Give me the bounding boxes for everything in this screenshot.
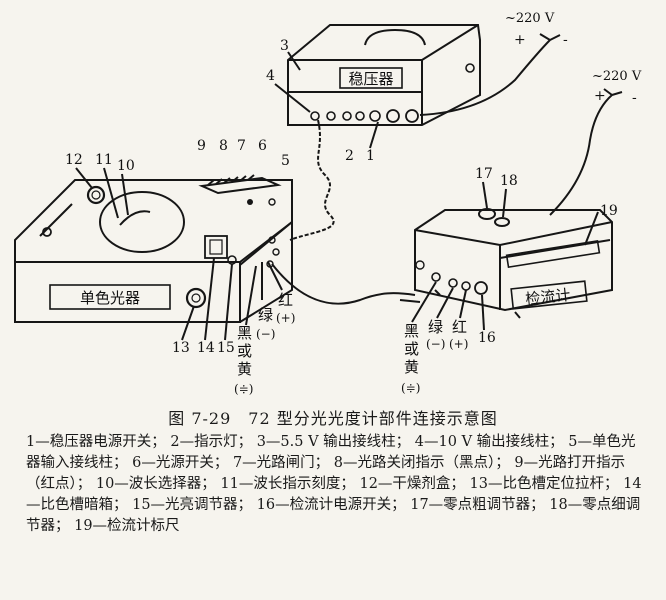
wavelength-dial [99, 191, 185, 253]
mono-green-sign: (−) [256, 327, 275, 341]
figure-legend: 1—稳压器电源开关； 2—指示灯； 3—5.5 V 输出接线柱； 4—10 V … [26, 432, 646, 537]
callout-1: 1 [366, 148, 375, 164]
galv-black: 黑 [404, 322, 419, 340]
legend-item-19: 19—检流计标尺 [74, 518, 180, 534]
callout-15: 15 [217, 340, 235, 356]
galv-ground: (≑) [401, 381, 420, 395]
terminal-5v [342, 111, 352, 121]
supply-plus-2: + [594, 88, 606, 104]
regulator-socket [405, 109, 419, 123]
legend-item-7: 7—光路闸门； [232, 455, 330, 471]
callout-2: 2 [345, 148, 354, 164]
galvanometer: 检流计 [414, 208, 613, 319]
legend-item-5: 5—单色光器输入接线柱； [26, 434, 636, 471]
galv-label: 检流计 [525, 286, 572, 309]
mono-black: 黑 [237, 324, 252, 342]
callout-8: 8 [219, 138, 228, 154]
callout-10: 10 [117, 158, 135, 174]
legend-item-4: 4—10 V 输出接线柱； [414, 434, 564, 450]
cuvette-pull-rod [185, 287, 207, 309]
terminal-10v [310, 111, 320, 121]
callout-13: 13 [172, 340, 190, 356]
regulator-label: 稳压器 [348, 70, 393, 88]
mono-terminal-labels: 红 (+) 绿 (−) 黑 或 黄 (≑) [234, 261, 295, 396]
supply-minus-2: - [632, 90, 637, 106]
callout-4: 4 [266, 68, 275, 84]
legend-item-17: 17—零点粗调节器； [410, 497, 545, 513]
regulator-nameplate [339, 67, 403, 89]
mono-ground: (≑) [234, 382, 253, 396]
galv-red-sign: (+) [449, 337, 468, 351]
callout-19: 19 [600, 203, 618, 219]
callout-18: 18 [500, 173, 518, 189]
galv-red: 红 [452, 318, 467, 336]
monochromator: 单色光器 [14, 174, 293, 323]
legend-item-3: 3—5.5 V 输出接线柱； [256, 434, 411, 450]
supply-minus-1: - [563, 32, 568, 48]
mono-red: 红 [278, 291, 293, 309]
galv-or: 或 [404, 340, 419, 358]
supply-label-2: ~220 V [592, 69, 642, 84]
desiccant-box [86, 185, 106, 205]
legend-item-9: 9—光路打开指示（红点）； [26, 455, 626, 492]
galv-green-sign: (−) [426, 337, 445, 351]
regulator-power-switch [386, 109, 400, 123]
callout-9: 9 [197, 138, 206, 154]
galv-power-switch [474, 281, 488, 295]
mono-red-sign: (+) [276, 311, 295, 325]
legend-item-8: 8—光路关闭指示（黑点）； [333, 455, 510, 471]
legend-item-15: 15—光亮调节器； [132, 497, 253, 513]
zero-coarse-knob [478, 208, 496, 220]
indicator-lamp [369, 110, 381, 122]
voltage-regulator: 稳压器 [287, 24, 481, 126]
galv-terminal-labels: 黑 或 黄 (≑) 绿 (−) 红 (+) [401, 281, 468, 395]
callout-5: 5 [281, 153, 290, 169]
connection-diagram: 稳压器 ~220 V + - 单 [14, 11, 642, 396]
mono-label: 单色光器 [80, 289, 140, 307]
supply-plus-1: + [514, 32, 526, 48]
callout-17: 17 [475, 166, 493, 182]
mono-yellow: 黄 [237, 360, 252, 378]
legend-item-2: 2—指示灯； [170, 434, 253, 450]
legend-item-1: 1—稳压器电源开关； [26, 434, 166, 450]
legend-item-11: 11—波长指示刻度； [220, 476, 355, 492]
terminal-5v-b [355, 111, 365, 121]
legend-item-14: 14—比色槽暗箱； [26, 476, 642, 513]
legend-item-18: 18—零点细调节器； [26, 497, 641, 534]
mono-nameplate [49, 284, 171, 310]
figure-caption: 图 7-29 72 型分光光度计部件连接示意图 [168, 409, 498, 428]
callout-12: 12 [65, 152, 83, 168]
callout-7: 7 [237, 138, 246, 154]
legend-item-13: 13—比色槽定位拉杆； [469, 476, 619, 492]
zero-fine-knob [494, 217, 510, 227]
callout-3: 3 [280, 38, 289, 54]
galvanometer-scale [505, 239, 601, 269]
mono-or: 或 [237, 342, 252, 360]
legend-item-16: 16—检流计电源开关； [256, 497, 406, 513]
callout-6: 6 [258, 138, 267, 154]
galv-nameplate [510, 280, 588, 310]
callout-14: 14 [197, 340, 215, 356]
terminal-10v-b [326, 111, 336, 121]
supply-label-1: ~220 V [505, 11, 555, 26]
callout-16: 16 [478, 330, 496, 346]
cuvette-box [204, 235, 228, 259]
legend-item-12: 12—干燥剂盒； [359, 476, 465, 492]
galv-green: 绿 [428, 318, 443, 336]
galv-yellow: 黄 [404, 358, 419, 376]
callout-11: 11 [95, 152, 113, 168]
mono-green: 绿 [258, 306, 273, 324]
callouts: 1 2 3 4 5 6 7 8 9 10 11 12 13 14 15 16 1… [65, 38, 618, 356]
legend-item-6: 6—光源开关； [132, 455, 229, 471]
legend-item-10: 10—波长选择器； [95, 476, 216, 492]
